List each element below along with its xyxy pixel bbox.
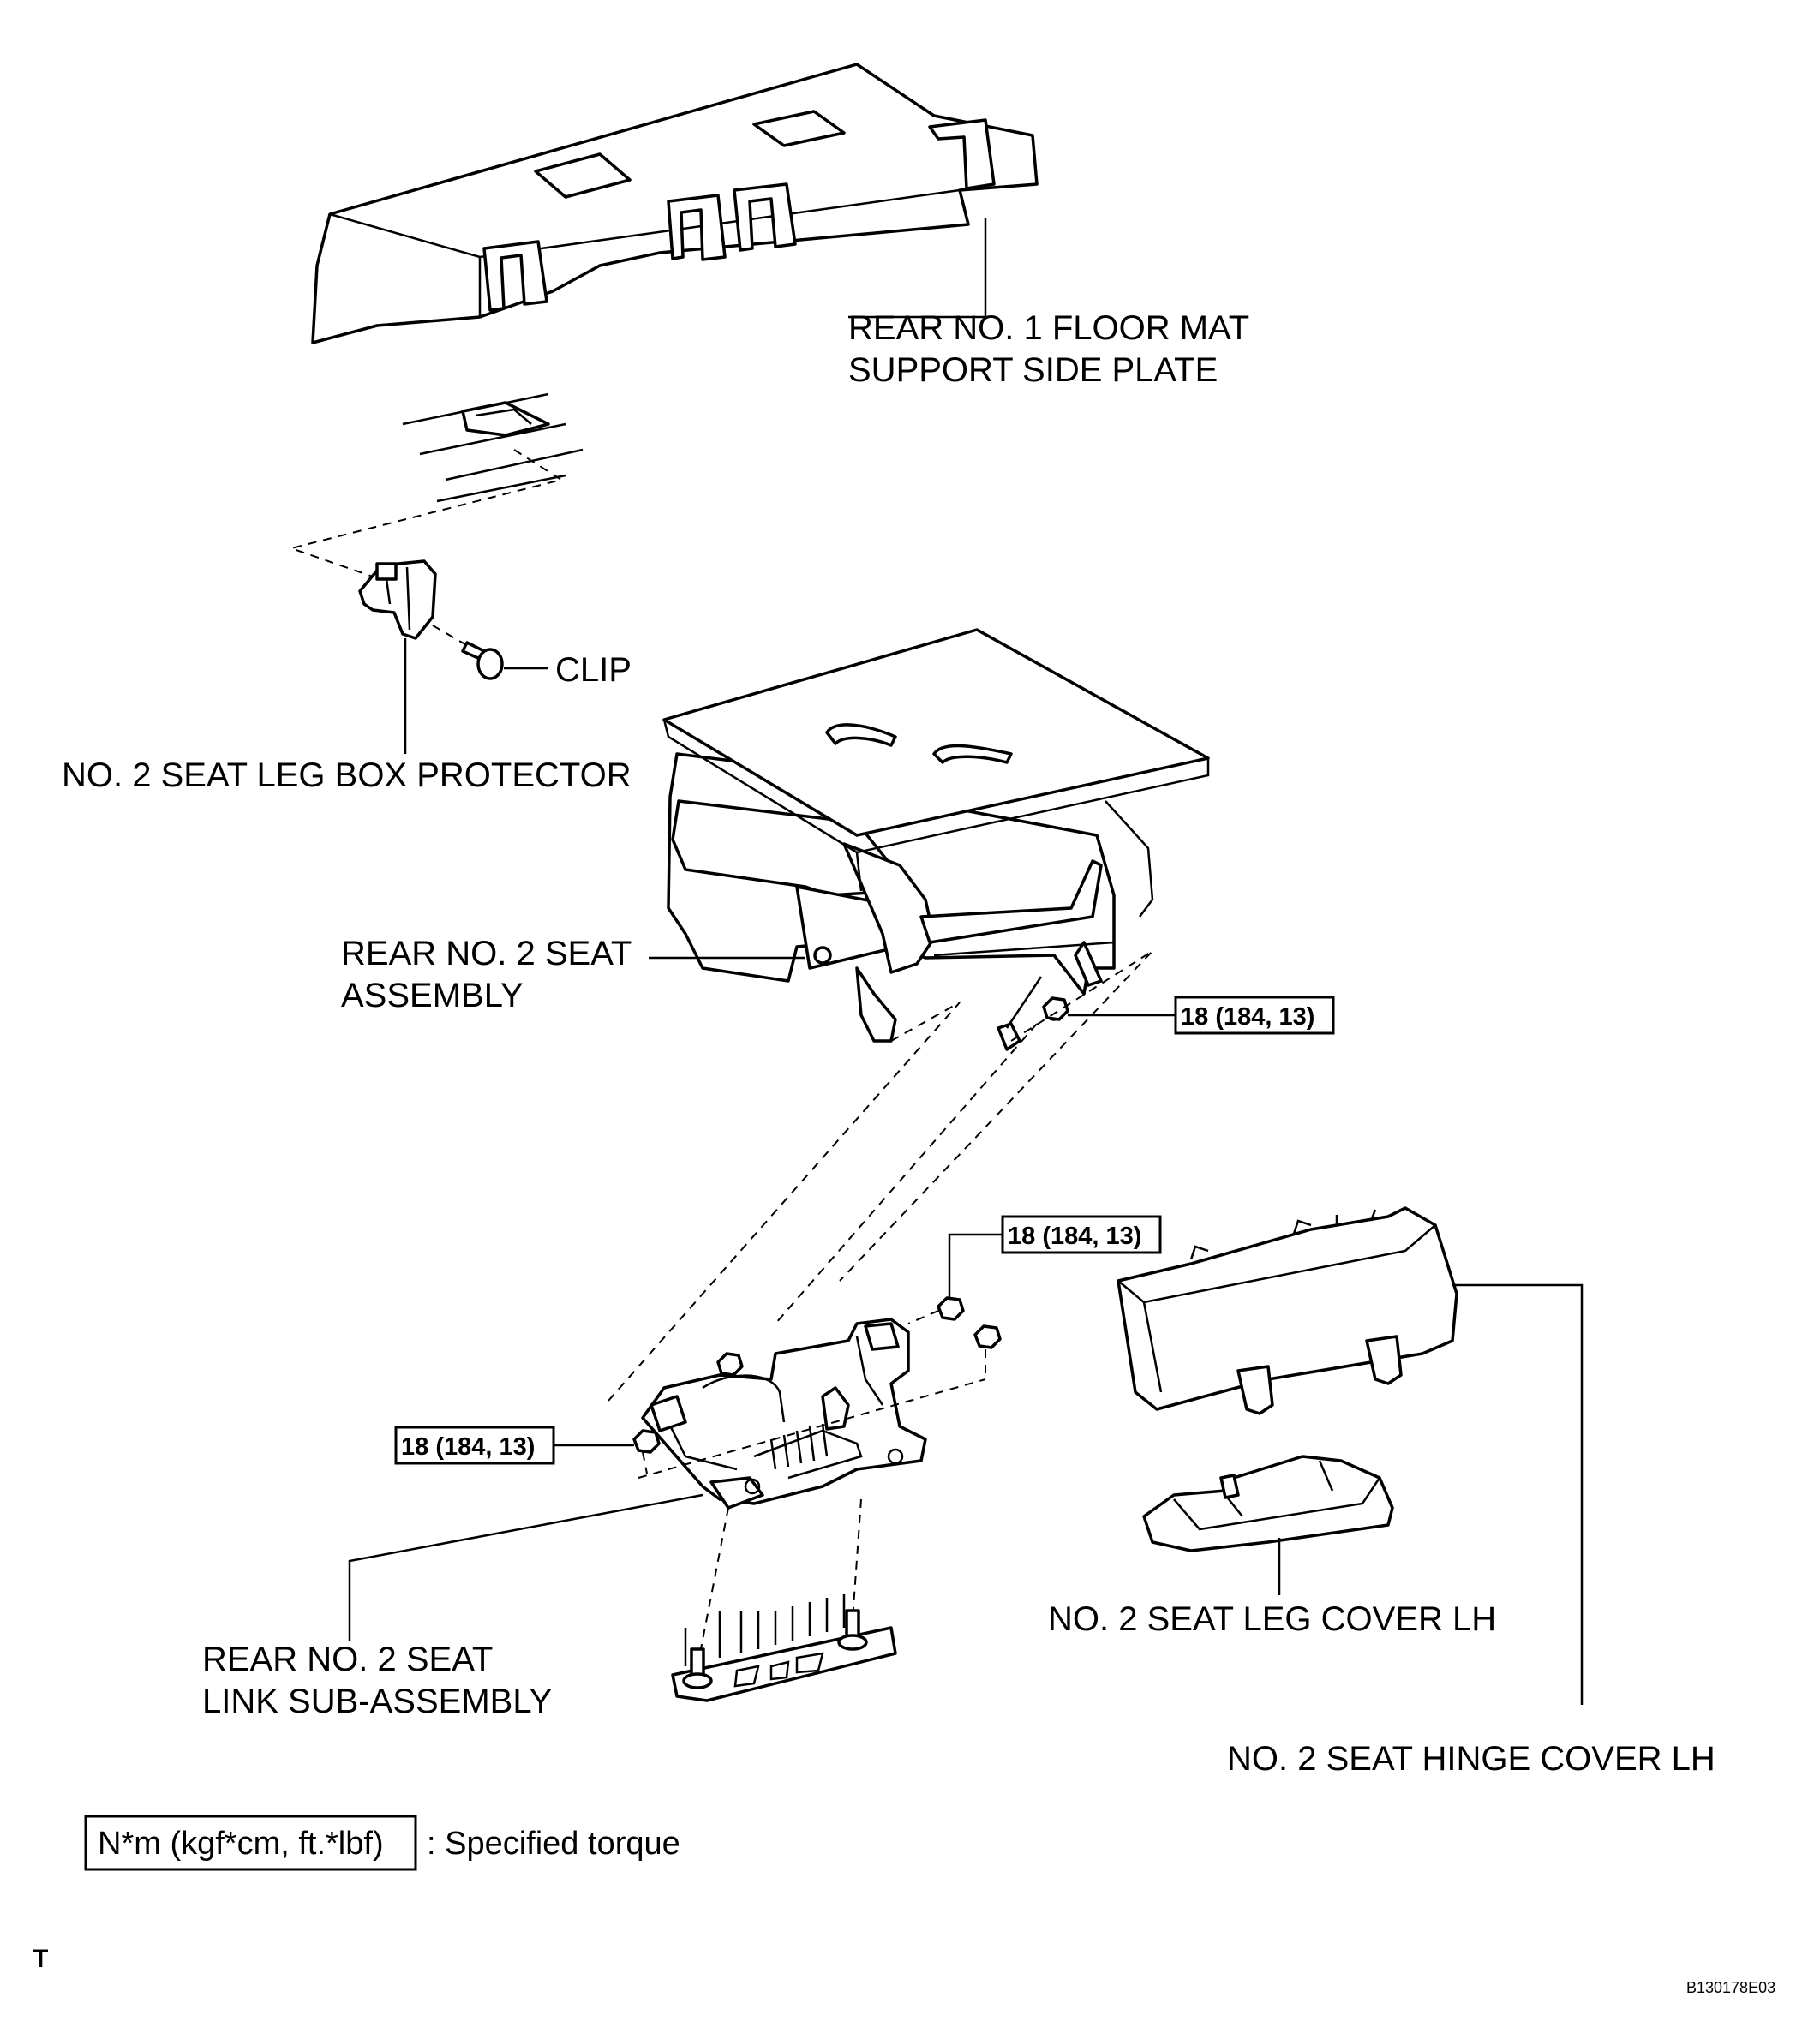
seat-to-link-guide-right: [839, 950, 1153, 1282]
link-nut-upper-right: [907, 1296, 965, 1324]
legend-unit-box: [84, 1815, 417, 1871]
link-to-floor-guide-right: [852, 1498, 862, 1620]
legend-description: : Specified torque: [427, 1826, 680, 1862]
link-sub-assembly-leader: [348, 1493, 703, 1641]
torque-callout-3-box: [394, 1426, 555, 1465]
seat-to-link-guide-left: [608, 1002, 961, 1402]
link-sub-assembly-label-line2: LINK SUB-ASSEMBLY: [202, 1683, 552, 1720]
floor-mat-plate-leader: [848, 218, 987, 319]
link-guide-left: [642, 1451, 648, 1474]
floor-rail-bracket: [402, 392, 584, 503]
torque-callout-3-text: 18 (184, 13): [401, 1433, 535, 1461]
leg-cover-label: NO. 2 SEAT LEG COVER LH: [1048, 1600, 1496, 1638]
rail-to-protector-guide: [288, 449, 564, 583]
rear-seat-assembly: [662, 628, 1210, 1043]
torque-callout-2-text: 18 (184, 13): [1008, 1223, 1141, 1250]
torque-callout-1-box: [1174, 996, 1335, 1035]
floor-mat-plate-label-line2: SUPPORT SIDE PLATE: [848, 351, 1218, 389]
legend-unit-text: N*m (kgf*cm, ft.*lbf): [98, 1826, 384, 1862]
seat-leg-cover: [1142, 1455, 1394, 1552]
torque-callout-2-leader: [948, 1233, 1003, 1302]
clip-part: [461, 641, 504, 680]
link-sub-assembly-label-line1: REAR NO. 2 SEAT: [202, 1641, 493, 1678]
hinge-cover-leader: [1452, 1283, 1584, 1705]
link-nut-center: [716, 1352, 744, 1377]
corner-mark: T: [33, 1945, 48, 1973]
seat-nut-upper: [1042, 996, 1069, 1021]
seat-assembly-label-line1: REAR NO. 2 SEAT: [341, 935, 632, 972]
link-to-floor-guide-left: [697, 1507, 729, 1663]
clip-guide: [432, 625, 470, 648]
seat-hinge-cover: [1117, 1206, 1458, 1415]
torque-callout-2-box: [1001, 1215, 1162, 1254]
seat-link-sub-assembly: [641, 1318, 927, 1510]
hinge-cover-label: NO. 2 SEAT HINGE COVER LH: [1227, 1740, 1715, 1778]
floor-base-plate: [671, 1594, 897, 1702]
link-nut-right: [973, 1324, 1002, 1379]
link-guide-lower: [638, 1378, 986, 1479]
seat-assembly-label-line2: ASSEMBLY: [341, 977, 524, 1014]
link-nut-left: [632, 1429, 661, 1454]
seat-leg-box-protector: [358, 559, 437, 640]
figure-id: B130178E03: [1686, 1979, 1775, 1996]
leg-box-protector-label: NO. 2 SEAT LEG BOX PROTECTOR: [62, 756, 632, 794]
clip-label: CLIP: [555, 651, 632, 689]
floor-mat-plate-label-line1: REAR NO. 1 FLOOR MAT: [848, 309, 1249, 347]
floor-mat-support-side-plate: [311, 63, 1039, 344]
seat-to-link-guide-mid: [775, 1023, 1038, 1324]
torque-callout-1-text: 18 (184, 13): [1181, 1003, 1314, 1031]
